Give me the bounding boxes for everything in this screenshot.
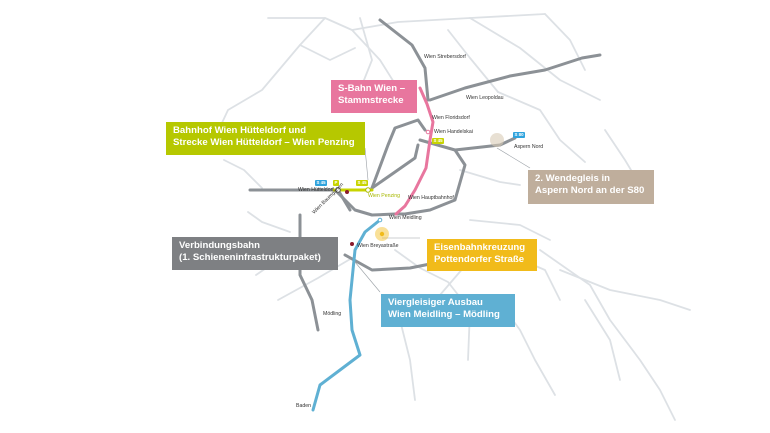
- callout-huetteldorf-line1: Bahnhof Wien Hütteldorf und: [173, 125, 307, 136]
- station-label-hauptbahnhof: Wien Hauptbahnhof: [408, 195, 454, 201]
- callout-leaders: [354, 147, 531, 293]
- station-label-aspern-nord: Aspern Nord: [514, 144, 544, 150]
- breyastrasse-station-dot: [350, 242, 354, 246]
- line-badge-s45-huetteldorf: S 45: [315, 180, 328, 186]
- huetteldorf-station-dot: [335, 187, 341, 193]
- background-network: [213, 13, 691, 421]
- callout-verbindungsbahn-line1: Verbindungsbahn: [179, 240, 261, 251]
- station-label-leopoldau: Wien Leopoldau: [466, 95, 504, 101]
- station-label-huetteldorf: Wien Hütteldorf: [298, 187, 334, 193]
- line-badge-s45-handelskai: S 45: [432, 138, 445, 144]
- meidling-station-dot: [377, 217, 383, 223]
- station-label-handelskai: Wien Handelskai: [434, 129, 473, 135]
- station-label-breyastrasse: Wien Breyastraße: [357, 243, 399, 249]
- station-label-moedling: Mödling: [323, 311, 342, 317]
- line-badge-p-huetteldorf: P: [333, 180, 339, 186]
- wendegleis-marker: [490, 133, 504, 147]
- callout-viergleisig-line1: Viergleisiger Ausbau: [388, 297, 483, 308]
- callout-sbahn-line2: Stammstrecke: [338, 95, 404, 106]
- station-label-floridsdorf: Wien Floridsdorf: [432, 115, 470, 121]
- callout-verbindungsbahn-line2: (1. Schieneninfrastrukturpaket): [179, 252, 321, 263]
- callout-sbahn-stammstrecke: S-Bahn Wien – Stammstrecke: [331, 80, 417, 113]
- callout-eisenbahnkreuzung: Eisenbahnkreuzung Pottendorfer Straße: [427, 239, 537, 271]
- stammstrecke-line: [394, 86, 435, 216]
- callout-huetteldorf-penzing: Bahnhof Wien Hütteldorf und Strecke Wien…: [166, 122, 365, 155]
- callout-huetteldorf-line2: Strecke Wien Hütteldorf – Wien Penzing: [173, 137, 355, 148]
- eisenbahnkreuzung-dot: [379, 231, 385, 237]
- callout-sbahn-line1: S-Bahn Wien –: [338, 83, 406, 94]
- callout-eisenbahnkreuzung-line1: Eisenbahnkreuzung: [434, 242, 526, 253]
- station-label-meidling: Wien Meidling: [389, 215, 422, 221]
- callout-viergleisiger-ausbau: Viergleisiger Ausbau Wien Meidling – Möd…: [381, 294, 515, 327]
- handelskai-station-dot: [425, 129, 431, 135]
- baumgarten-station-dot: [345, 190, 349, 194]
- station-label-penzing: Wien Penzing: [368, 193, 400, 199]
- callout-wendegleis-line2: Aspern Nord an der S80: [535, 185, 645, 196]
- meidling-moedling-line: [311, 218, 382, 412]
- station-label-strebersdorf: Wien Strebersdorf: [424, 54, 466, 60]
- line-badge-s45-penzing: S 45: [356, 180, 369, 186]
- penzing-text: Wien Penzing: [368, 193, 401, 199]
- callout-wendegleis-aspern: 2. Wendegleis in Aspern Nord an der S80: [528, 170, 654, 204]
- station-label-baden: Baden: [296, 403, 312, 409]
- callout-viergleisig-line2: Wien Meidling – Mödling: [388, 309, 500, 320]
- line-badge-s80-aspern: S 80: [513, 132, 526, 138]
- penzing-station-dot: [365, 187, 371, 193]
- callout-wendegleis-line1: 2. Wendegleis in: [535, 173, 610, 184]
- callout-verbindungsbahn: Verbindungsbahn (1. Schieneninfrastruktu…: [172, 237, 338, 270]
- callout-eisenbahnkreuzung-line2: Pottendorfer Straße: [434, 254, 525, 265]
